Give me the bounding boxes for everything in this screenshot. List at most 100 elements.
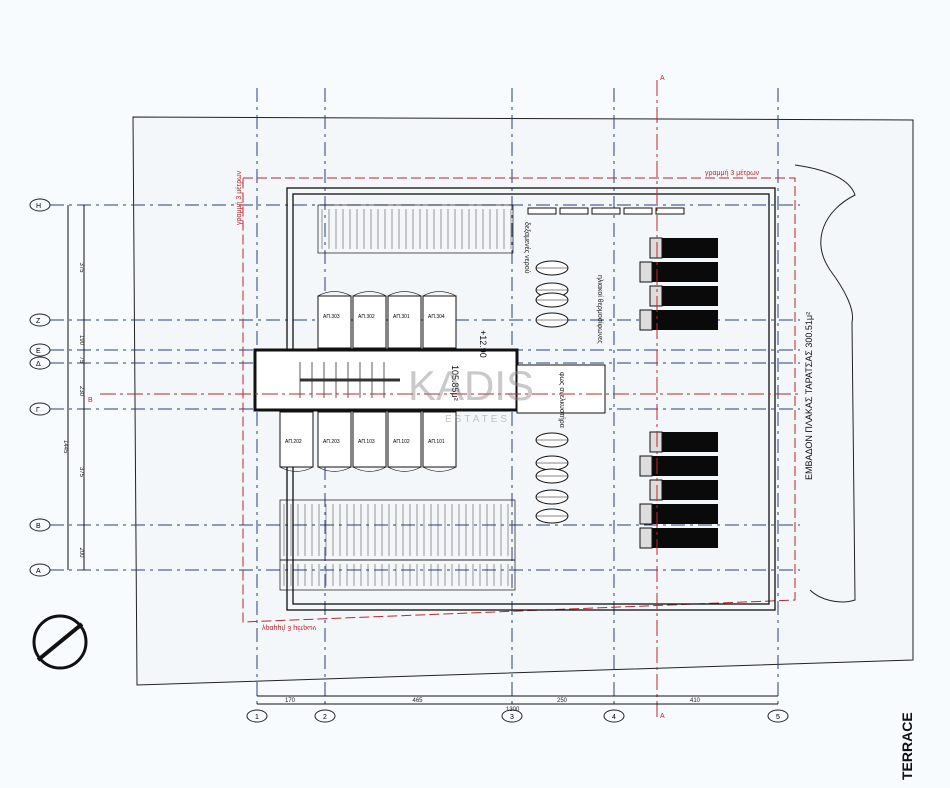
solar-tank <box>649 431 663 453</box>
dim-vertical: 375 <box>78 467 84 478</box>
dim-vertical: 230 <box>78 386 84 397</box>
section-a-label: A <box>660 75 665 82</box>
storage-room <box>387 411 422 468</box>
storage-room <box>352 411 387 468</box>
dim-vertical: 190 <box>78 335 84 346</box>
grid-row-label: Ζ <box>36 318 41 325</box>
drawing-title: TERRACE <box>899 712 915 780</box>
solar-panel <box>640 504 718 524</box>
north-arrow-icon <box>32 614 88 670</box>
solar-panel <box>650 432 718 452</box>
solar-tank <box>639 261 653 283</box>
storage-room <box>387 295 422 349</box>
storage-room <box>422 411 457 468</box>
storage-room-label: ΑΠ.203 <box>323 439 340 445</box>
door-swing <box>317 466 352 472</box>
grid-row-label: Ε <box>36 348 41 355</box>
stair-area-label: 105.85μ² <box>450 365 460 401</box>
door-swing <box>317 291 352 297</box>
vent-box <box>623 207 653 215</box>
section-a-label-bottom: A <box>660 713 665 720</box>
level-label: +12.90 <box>478 330 488 358</box>
grid-bubble <box>246 709 268 723</box>
grid-bubble <box>603 709 625 723</box>
solar-panel <box>640 456 718 476</box>
dim-horizontal: 250 <box>557 698 568 704</box>
grid-bubble <box>29 402 51 416</box>
setback-bottom-label: γραμμή 3 μέτρων <box>262 624 317 632</box>
area-label: ΕΜΒΑΔΟΝ ΠΛΑΚΑΣ ΤΑΡΑΤΣΑΣ 300.51μ² <box>804 312 814 480</box>
storage-room <box>422 295 457 349</box>
dim-vertical: 200 <box>78 548 84 559</box>
storage-room-label: ΑΠ.101 <box>428 439 445 445</box>
door-swing <box>352 291 387 297</box>
door-swing <box>279 466 314 472</box>
lift-label: φως ανελκυστήρα <box>558 372 565 428</box>
grid-row-label: Γ <box>36 407 40 414</box>
grid-row-label: Η <box>36 203 41 210</box>
solar-panel <box>650 238 718 258</box>
storage-room-label: ΑΠ.103 <box>358 439 375 445</box>
storage-room <box>279 411 314 468</box>
storage-room <box>317 295 352 349</box>
watermark-sub: ESTATES <box>445 414 510 425</box>
storage-room <box>352 295 387 349</box>
storage-room-label: ΑΠ.302 <box>358 314 375 320</box>
storage-room-label: ΑΠ.301 <box>393 314 410 320</box>
door-swing <box>352 466 387 472</box>
storage-room-label: ΑΠ.304 <box>428 314 445 320</box>
grid-bubble <box>29 313 51 327</box>
door-swing <box>422 291 457 297</box>
section-b-label: B <box>88 397 93 404</box>
grid-col-label: 1 <box>255 714 259 721</box>
solar-panel <box>640 262 718 282</box>
solar-water-heaters <box>527 207 718 549</box>
solar-panel <box>640 310 718 330</box>
hatched-areas <box>279 204 516 591</box>
door-swing <box>387 291 422 297</box>
solar-panel <box>650 480 718 500</box>
grid-col-label: 3 <box>510 714 514 721</box>
solar-tank <box>639 527 653 549</box>
dim-horizontal: 410 <box>690 698 701 704</box>
door-swing <box>387 466 422 472</box>
grid-bubble <box>29 518 51 532</box>
grid-bubble <box>314 709 336 723</box>
solar-panel <box>650 286 718 306</box>
grid-col-label: 2 <box>323 714 327 721</box>
door-swing <box>422 466 457 472</box>
dim-horizontal-total: 1300 <box>506 707 520 713</box>
setback-left-label: γραμμή 3 μέτρων <box>235 170 243 225</box>
vent-box <box>559 207 589 215</box>
grid-bubble <box>29 198 51 212</box>
setback-line <box>242 177 796 623</box>
tanks-label: δεξαμενές νερού <box>523 222 531 274</box>
grid-row-label: Α <box>36 568 41 575</box>
setback-top-label: γραμμή 3 μέτρων <box>705 169 760 177</box>
grid-bubble <box>501 709 523 723</box>
storage-room-label: ΑΠ.303 <box>323 314 340 320</box>
dim-vertical: 75 <box>78 357 84 364</box>
stair-treads <box>299 362 400 398</box>
storage-room-label: ΑΠ.202 <box>285 439 302 445</box>
solar-tank <box>649 479 663 501</box>
dim-vertical-total: 1445 <box>62 440 68 454</box>
watermark: KADIS <box>408 362 534 409</box>
grid-bubble <box>29 563 51 577</box>
grid-bubble <box>29 343 51 357</box>
solar-tank <box>639 309 653 331</box>
curved-terrace-edge <box>794 164 856 603</box>
solar-tank <box>639 503 653 525</box>
vent-box <box>591 207 621 215</box>
grid-col-label: 5 <box>776 714 780 721</box>
drying-area <box>317 204 514 254</box>
grid-col-label: 4 <box>612 714 616 721</box>
lift-shaft <box>516 364 606 414</box>
storage-room-label: ΑΠ.102 <box>393 439 410 445</box>
dim-horizontal: 465 <box>413 698 424 704</box>
grid-row-label: Β <box>36 523 41 530</box>
grid-bubble <box>767 709 789 723</box>
